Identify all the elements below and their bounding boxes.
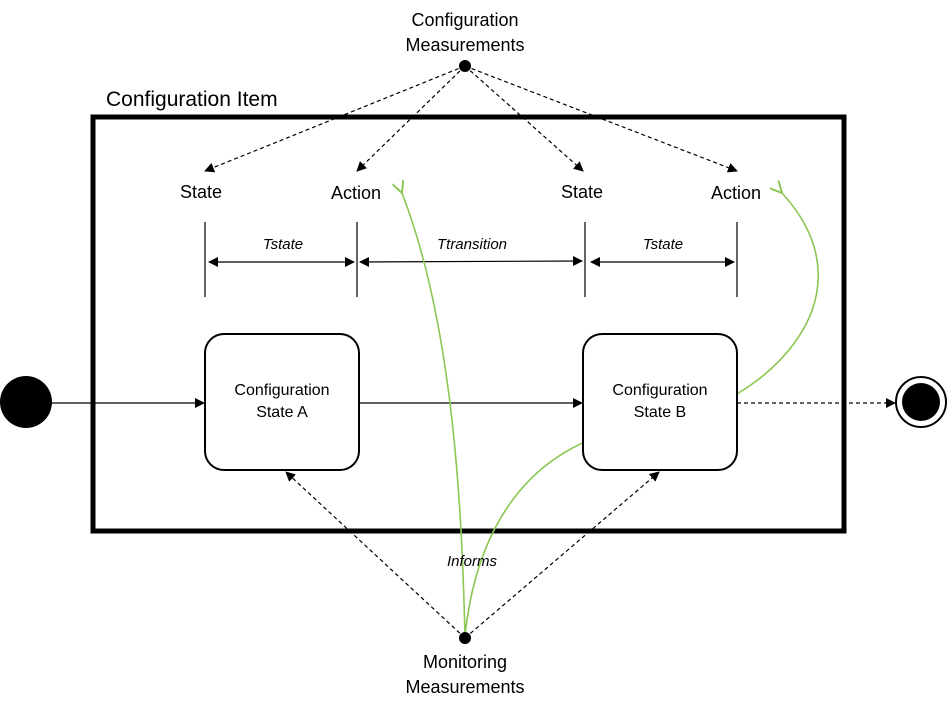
config-measurements-line-1: Configuration: [411, 10, 519, 30]
interval-markers: [204, 222, 738, 297]
final-node-core: [902, 383, 940, 421]
ttransition-arrow: [359, 256, 583, 267]
interval-arrows: [208, 256, 735, 267]
monitoring-measurement-node: [459, 632, 471, 644]
initial-node: [0, 376, 52, 428]
state-b-line-2: State B: [633, 404, 687, 421]
state-b-line-1: Configuration: [612, 382, 708, 399]
state-a-line-2: State A: [256, 404, 308, 421]
config-measurements-line-2: Measurements: [405, 35, 525, 55]
config-arrow-state-2: [464, 65, 584, 172]
monitor-arrow-state-a: [285, 471, 466, 639]
state-a-box: Configuration State A: [204, 333, 360, 471]
top-label-state-2: State: [560, 182, 604, 202]
state-a-line-1: Configuration: [234, 382, 330, 399]
interval-label-tstate-2: Tstate: [642, 236, 684, 253]
monitoring-measurements-label: Monitoring Measurements: [365, 650, 565, 700]
interval-label-tstate-1: Tstate: [262, 236, 304, 253]
monitoring-measurements-line-1: Monitoring: [422, 652, 508, 672]
top-label-action-2: Action: [710, 183, 762, 203]
config-measurement-node: [459, 60, 471, 72]
configuration-item-frame: [90, 114, 847, 534]
top-label-state-1: State: [179, 182, 223, 202]
monitoring-measurement-arrows: [285, 471, 660, 639]
informs-label: Informs: [446, 553, 497, 570]
state-b-box: Configuration State B: [582, 333, 738, 471]
interval-label-ttransition: Ttransition: [436, 236, 508, 253]
state-a-text: Configuration State A: [234, 380, 329, 424]
config-measurement-arrows: [204, 65, 738, 173]
state-b-text: Configuration State B: [612, 380, 707, 424]
top-label-action-1: Action: [330, 183, 382, 203]
monitor-arrow-state-b: [464, 471, 660, 639]
informs-arrow-action-1: [402, 193, 466, 637]
config-arrow-state-1: [204, 65, 466, 173]
monitoring-measurements-line-2: Measurements: [405, 677, 525, 697]
configuration-item-title: Configuration Item: [106, 88, 278, 111]
config-measurements-label: Configuration Measurements: [365, 8, 565, 58]
